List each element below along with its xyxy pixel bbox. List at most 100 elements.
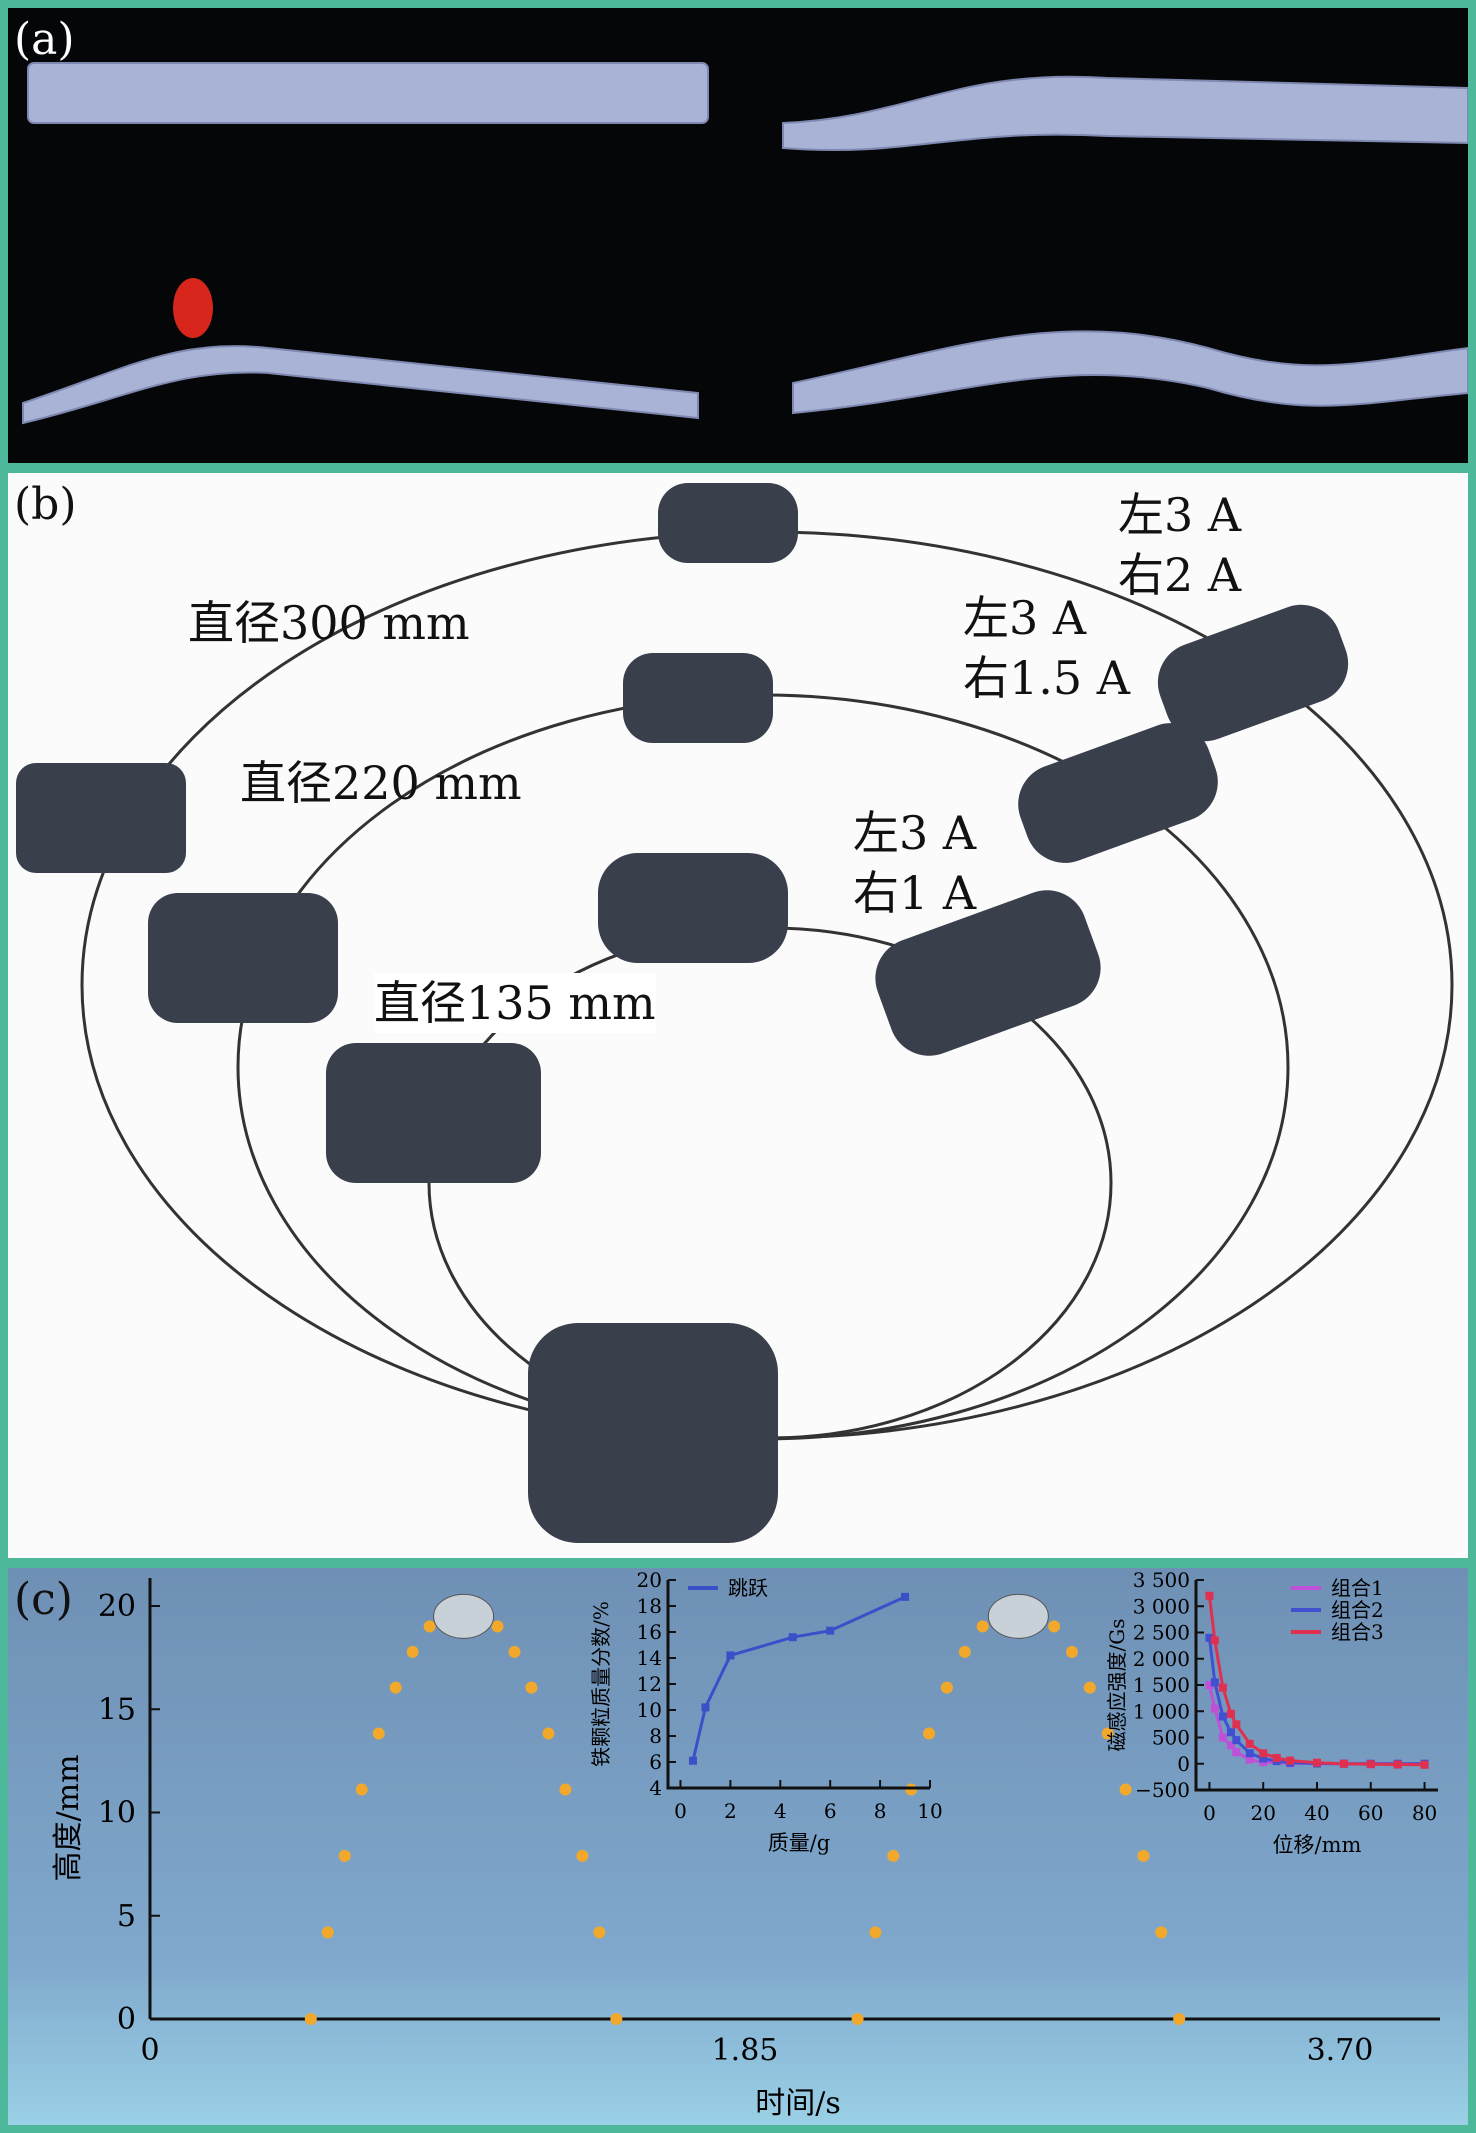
y-axis-label: 磁感应强度/Gs <box>1105 1619 1129 1752</box>
x-tick-label: 8 <box>874 1799 887 1823</box>
data-point <box>901 1592 910 1601</box>
circular-paths-photo <box>16 483 1454 1543</box>
trajectory-dot <box>1048 1620 1061 1633</box>
data-point <box>1286 1756 1295 1765</box>
y-tick-label: 2 000 <box>1133 1647 1190 1671</box>
trajectory-dot <box>923 1727 936 1740</box>
data-point <box>1205 1681 1214 1689</box>
y-tick-label: 1 000 <box>1133 1699 1190 1723</box>
label-diameter-135: 直径135 mm <box>374 973 656 1033</box>
legend-label: 组合1 <box>1331 1576 1384 1600</box>
trajectory-dot <box>905 1783 918 1796</box>
trajectory-dot <box>940 1681 953 1694</box>
data-point <box>1259 1749 1268 1758</box>
data-point <box>1218 1712 1227 1721</box>
strip-bent-2 <box>22 345 699 425</box>
label-diameter-300: 直径300 mm <box>188 596 470 650</box>
data-point <box>1205 1633 1214 1642</box>
data-point <box>1393 1760 1402 1769</box>
x-tick-label: 80 <box>1412 1801 1437 1825</box>
y-tick-label: 14 <box>637 1646 662 1670</box>
data-point <box>1232 1720 1241 1729</box>
y-tick-label: 2 500 <box>1133 1621 1190 1645</box>
legend-label: 跳跃 <box>728 1576 768 1600</box>
label-diameter-220: 直径220 mm <box>240 756 522 810</box>
y-tick-label: 18 <box>637 1594 662 1618</box>
y-tick-label: 3 000 <box>1133 1594 1190 1618</box>
trajectory-dot <box>542 1727 555 1740</box>
data-point <box>1339 1759 1348 1768</box>
data-point <box>1420 1760 1429 1769</box>
x-tick-label: 4 <box>774 1799 787 1823</box>
trajectory-dot <box>610 2013 623 2025</box>
data-point <box>688 1756 697 1765</box>
panel-a-photo: (a) <box>8 8 1468 463</box>
trajectory-dot <box>491 1620 504 1633</box>
trajectory-dot <box>406 1645 419 1658</box>
trajectory-dot <box>1083 1681 1096 1694</box>
trajectory-dot <box>321 1926 334 1939</box>
y-tick-label: 12 <box>637 1672 662 1696</box>
data-point <box>1210 1636 1219 1645</box>
droplet-robot <box>987 1593 1049 1639</box>
y-tick-label: 1 500 <box>1133 1673 1190 1697</box>
trajectory-dot <box>887 1849 900 1862</box>
trajectory-dot <box>389 1681 402 1694</box>
data-point <box>1272 1753 1281 1762</box>
y-tick-label: 0 <box>117 2002 136 2037</box>
trajectory-dot <box>1173 2013 1186 2025</box>
x-tick-label: 10 <box>917 1799 942 1823</box>
y-tick-label: 500 <box>1152 1726 1190 1750</box>
trajectory-dot <box>338 1849 351 1862</box>
series-line <box>1207 1637 1425 1766</box>
y-tick-label: 0 <box>1177 1752 1190 1776</box>
panel-b-photo: (b) 直径300 mm 直径220 mm 直径135 mm 左3 A 右2 A… <box>8 473 1468 1558</box>
trajectory-dot <box>869 1926 882 1939</box>
series-line <box>691 1595 906 1762</box>
data-point <box>1226 1728 1235 1737</box>
y-axis-label: 铁颗粒质量分数/% <box>589 1601 613 1767</box>
data-point <box>1205 1591 1214 1600</box>
trajectory-dot <box>576 1849 589 1862</box>
data-point <box>1218 1683 1227 1692</box>
x-axis-label: 位移/mm <box>1273 1833 1362 1857</box>
strip-flat <box>27 62 709 124</box>
label-current-2a: 左3 A 右2 A <box>1118 488 1242 602</box>
robot-devices <box>16 483 1349 1543</box>
y-tick-label: 16 <box>637 1620 662 1644</box>
y-axis-label: 高度/mm <box>51 1754 86 1881</box>
label-current-1a: 左3 A 右1 A <box>853 806 977 920</box>
y-tick-label: 20 <box>98 1589 136 1624</box>
red-weight <box>173 278 213 338</box>
trajectory-dot <box>423 1620 436 1633</box>
data-point <box>1210 1678 1219 1687</box>
data-point <box>826 1626 835 1635</box>
data-point <box>1259 1754 1268 1763</box>
data-point <box>1232 1748 1241 1757</box>
label-current-1-5a: 左3 A 右1.5 A <box>963 591 1130 705</box>
droplet-robot <box>433 1593 495 1639</box>
data-point <box>1245 1739 1254 1748</box>
x-tick-label: 2 <box>724 1799 737 1823</box>
y-tick-label: 15 <box>98 1692 136 1727</box>
panel-label: (b) <box>14 479 77 530</box>
series-line <box>1207 1595 1425 1767</box>
data-point <box>788 1633 797 1642</box>
x-tick-label: 3.70 <box>1307 2033 1374 2068</box>
data-point <box>1313 1758 1321 1767</box>
trajectory-dot <box>958 1645 971 1658</box>
trajectory-dot <box>1119 1783 1132 1796</box>
y-tick-label: 8 <box>649 1724 662 1748</box>
data-point <box>726 1651 735 1660</box>
x-tick-label: 40 <box>1304 1801 1329 1825</box>
data-point <box>1226 1709 1235 1718</box>
data-point <box>1245 1749 1254 1758</box>
y-tick-label: 10 <box>98 1796 136 1831</box>
trajectory-dot <box>976 1620 989 1633</box>
trajectory-dot <box>508 1645 521 1658</box>
y-tick-label: 3 500 <box>1133 1568 1190 1592</box>
x-tick-label: 6 <box>824 1799 837 1823</box>
trajectory-dot <box>1137 1849 1150 1862</box>
trajectory-dot <box>1101 1727 1114 1740</box>
